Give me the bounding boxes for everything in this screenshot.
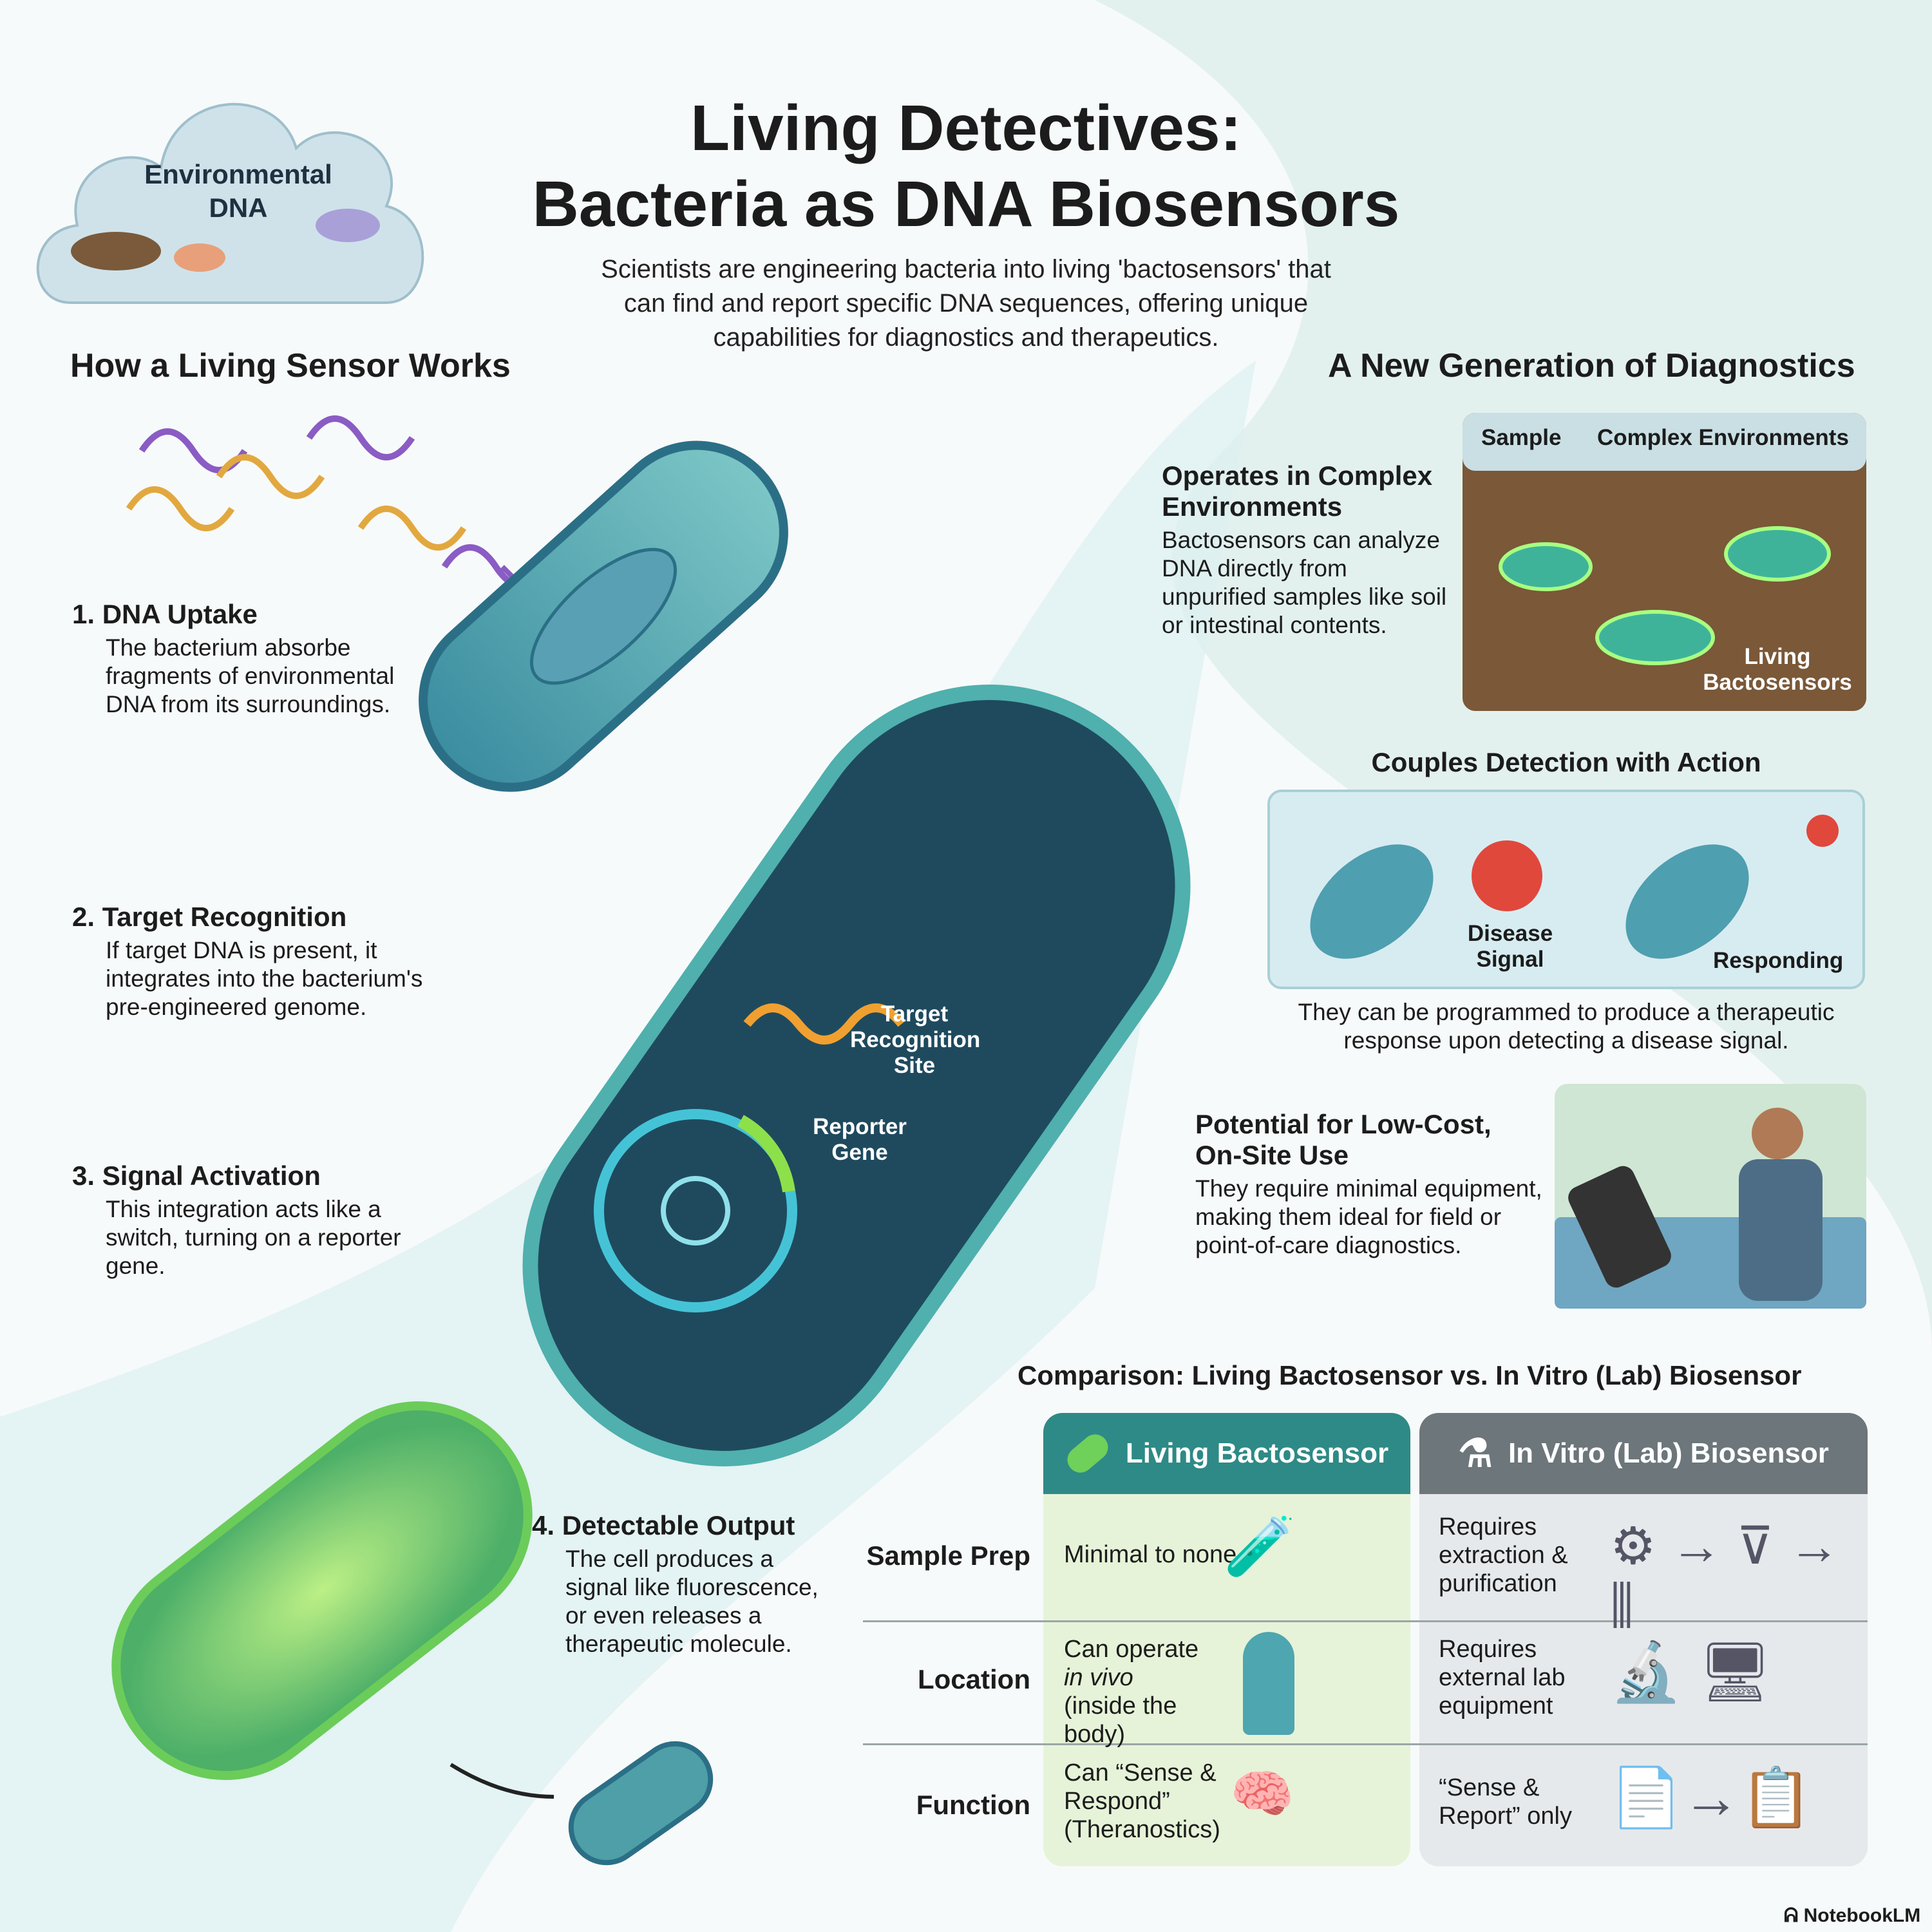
vitro-cell: Requires external lab equipment <box>1439 1636 1566 1719</box>
soil-image <box>1463 413 1866 711</box>
subtitle-line: can find and report specific DNA sequenc… <box>623 289 1309 317</box>
bacterium-releasing <box>568 1741 714 1866</box>
report-clipboard-icon: 📄→📋 <box>1610 1766 1813 1830</box>
reporter-gene-circle <box>594 1109 797 1312</box>
dna-fragments <box>126 415 556 620</box>
complex-env-label: Complex Environments <box>1597 425 1849 450</box>
living-cell: Can operate in vivo (inside the body) <box>1064 1635 1212 1748</box>
bacterium-uptake <box>419 440 788 792</box>
row-divider <box>863 1620 1868 1622</box>
brand-text: NotebookLM <box>1803 1905 1921 1926</box>
step-body: The bacterium absorbe fragments of envir… <box>106 634 395 717</box>
subtitle: Scientists are engineering bacteria into… <box>483 252 1449 355</box>
living-column-header: Living Bactosensor <box>1043 1413 1410 1494</box>
environmental-dna-cloud <box>36 102 424 304</box>
feature-body: Bactosensors can analyze DNA directly fr… <box>1162 527 1447 638</box>
couples-panel <box>1267 790 1865 989</box>
step-title: 1. DNA Uptake <box>72 599 258 629</box>
how-it-works-heading: How a Living Sensor Works <box>70 347 511 384</box>
sample-label: Sample <box>1481 425 1562 450</box>
pipette-tube-icon: 🧪 <box>1224 1515 1296 1579</box>
page-title: Living Detectives: Bacteria as DNA Biose… <box>0 90 1932 242</box>
step-title: 3. Signal Activation <box>72 1160 321 1191</box>
step-title: 4. Detectable Output <box>532 1510 795 1540</box>
cloud-label: Environmental DNA <box>129 158 348 225</box>
target-site-label: Target Recognition Site <box>850 1001 981 1078</box>
living-cell: Minimal to none <box>1064 1541 1237 1568</box>
step-body: This integration acts like a switch, tur… <box>106 1196 401 1279</box>
cell-text-italic: in vivo <box>1064 1664 1133 1691</box>
brain-virus-icon: 🧠 <box>1230 1765 1294 1823</box>
cloud-label-line: Environmental <box>144 159 332 189</box>
notebooklm-logo-icon: ᕱ <box>1784 1905 1804 1926</box>
human-body-icon <box>1243 1632 1294 1735</box>
centrifuge-filter-icon: ⚙ → ⊽ → ⫼ <box>1610 1517 1840 1634</box>
disease-signal-label: Disease Signal <box>1467 921 1553 972</box>
vitro-cell: Requires extraction & purification <box>1439 1513 1568 1597</box>
bacterium-icon <box>1062 1429 1113 1478</box>
title-line-2: Bacteria as DNA Biosensors <box>532 168 1400 240</box>
vitro-column-header: ⚗ In Vitro (Lab) Biosensor <box>1419 1413 1868 1494</box>
notebooklm-brand: ᕱ NotebookLM <box>1784 1905 1920 1927</box>
living-bactosensors-label: Living Bactosensors <box>1703 644 1852 695</box>
low-cost-use: Potential for Low-Cost, On-Site Use They… <box>1195 1109 1543 1260</box>
living-column: Living Bactosensor <box>1043 1413 1410 1866</box>
cell-text: Can operate <box>1064 1636 1199 1663</box>
title-line-1: Living Detectives: <box>690 92 1242 164</box>
row-label: Sample Prep <box>866 1540 1030 1571</box>
comparison-title: Comparison: Living Bactosensor vs. In Vi… <box>1018 1360 1802 1390</box>
responding-label: Responding <box>1713 948 1844 973</box>
vitro-column: ⚗ In Vitro (Lab) Biosensor <box>1419 1413 1868 1866</box>
vitro-cell: “Sense & Report” only <box>1439 1774 1572 1830</box>
reporter-gene-label: Reporter Gene <box>813 1114 907 1165</box>
living-cell: Can “Sense & Respond” (Theranostics) <box>1064 1759 1220 1843</box>
column-title: Living Bactosensor <box>1125 1437 1389 1469</box>
lab-equipment-icon: 🔬 🖥 <box>1610 1640 1772 1705</box>
arrow-icon <box>450 1763 554 1799</box>
step-body: If target DNA is present, it integrates … <box>106 937 423 1020</box>
target-dna <box>743 1003 905 1045</box>
subtitle-line: Scientists are engineering bacteria into… <box>601 255 1331 283</box>
bacterium-main <box>522 685 1191 1466</box>
feature-title: Potential for Low-Cost, On-Site Use <box>1195 1109 1492 1170</box>
diagnostics-heading: A New Generation of Diagnostics <box>1328 347 1855 384</box>
step-title: 2. Target Recognition <box>72 902 347 932</box>
row-label: Function <box>916 1790 1030 1820</box>
complex-environments: Operates in Complex Environments Bactose… <box>1162 460 1458 639</box>
cloud-label-line: DNA <box>209 193 268 223</box>
step-body: The cell produces a signal like fluoresc… <box>565 1546 819 1657</box>
couples-heading: Couples Detection with Action <box>1371 747 1761 777</box>
row-label: Location <box>918 1664 1030 1694</box>
row-divider <box>863 1743 1868 1745</box>
step-2: 2. Target Recognition If target DNA is pr… <box>72 902 433 1021</box>
couples-caption: They can be programmed to produce a ther… <box>1298 999 1835 1054</box>
field-worker-image <box>1555 1084 1866 1309</box>
column-title: In Vitro (Lab) Biosensor <box>1508 1437 1829 1469</box>
subtitle-line: capabilities for diagnostics and therape… <box>713 323 1219 352</box>
flask-icon: ⚗ <box>1458 1432 1493 1475</box>
bacterium-glowing <box>111 1401 533 1780</box>
comparison-table: Living Bactosensor ⚗ In Vitro (Lab) Biose… <box>863 1413 1868 1866</box>
feature-body: They require minimal equipment, making t… <box>1195 1175 1542 1258</box>
cell-text: (inside the body) <box>1064 1692 1177 1748</box>
feature-title: Operates in Complex Environments <box>1162 460 1433 522</box>
